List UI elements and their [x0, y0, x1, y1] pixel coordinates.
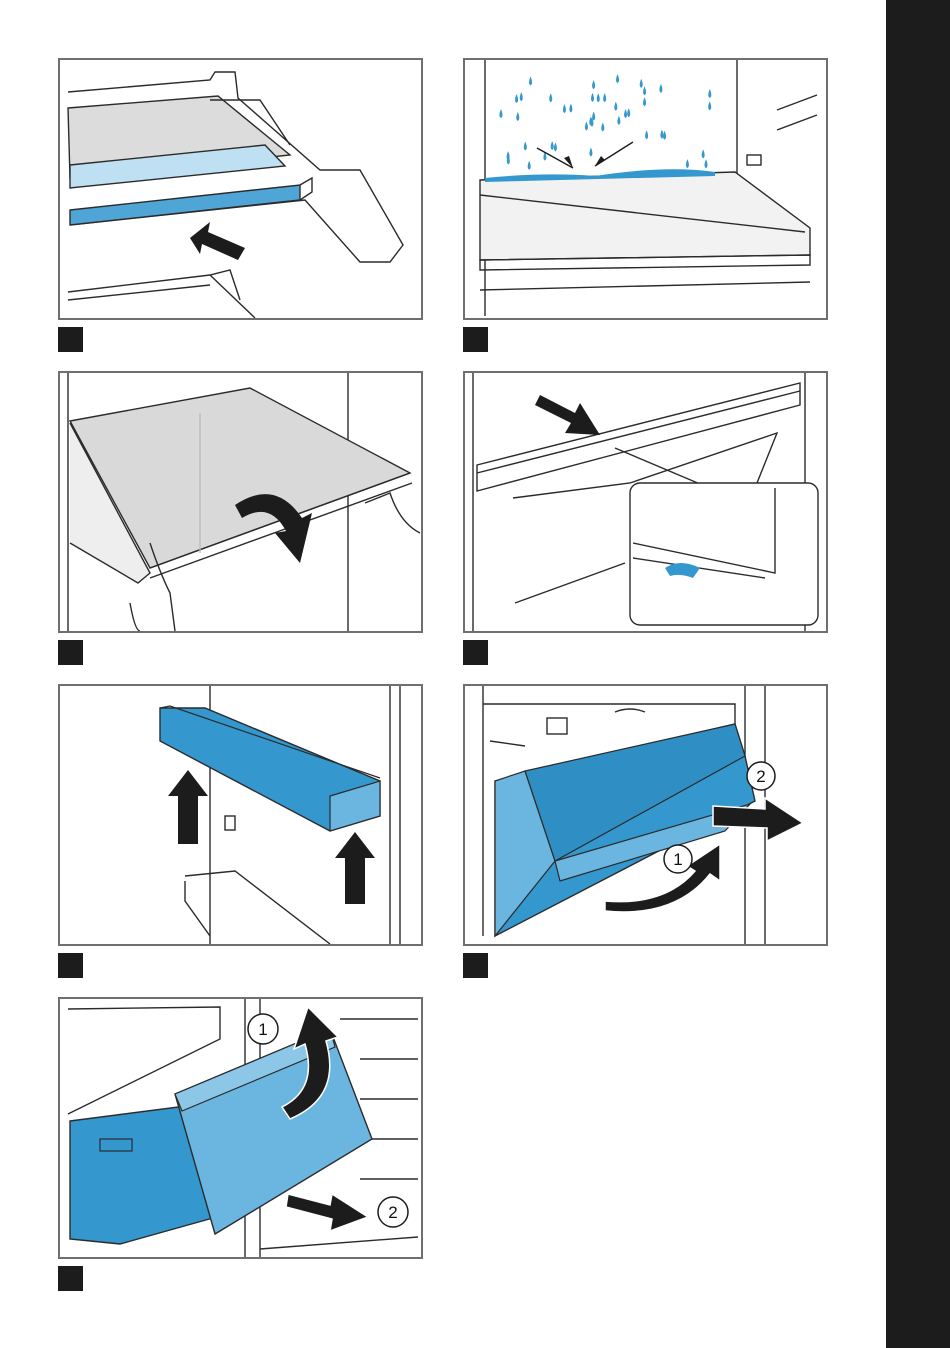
figure-5-door-rack [58, 684, 423, 946]
figure-7-freezer-drawer: 1 2 [58, 997, 423, 1259]
chapter-tab-bar [886, 0, 950, 1348]
condensation-drops [499, 74, 711, 170]
pull-arrow-step-2 [286, 1194, 368, 1231]
water-drop [549, 93, 552, 102]
figure-6-drawing: 2 1 [465, 686, 826, 944]
figure-3-drawing [60, 373, 421, 631]
figure-5-drawing [60, 686, 421, 944]
figure-2-number-marker [463, 327, 488, 352]
water-drop [569, 104, 572, 113]
water-drop [589, 147, 592, 156]
water-drop [627, 108, 630, 117]
water-drop [663, 131, 666, 140]
figure-1-drawing [60, 60, 421, 318]
water-drop [659, 84, 662, 93]
water-drop [617, 116, 620, 125]
water-drop [643, 86, 646, 95]
water-drop [524, 142, 527, 151]
water-drop [616, 74, 619, 83]
water-drop [516, 112, 519, 121]
push-down-arrow [535, 395, 600, 435]
figure-5-number-marker [58, 953, 83, 978]
figure-2-drawing [465, 60, 826, 318]
water-drop [529, 77, 532, 86]
lift-arrow-left [168, 770, 208, 844]
figure-1-shelf-insert [58, 58, 423, 320]
water-drop [585, 122, 588, 131]
figure-4-number-marker [463, 640, 488, 665]
water-drop [603, 93, 606, 102]
water-drop [704, 159, 707, 168]
figure-7-number-marker [58, 1266, 83, 1291]
step-1-label: 1 [673, 850, 682, 869]
figure-7-drawing: 1 2 [60, 999, 421, 1257]
water-drop [708, 101, 711, 110]
water-drop [640, 79, 643, 88]
water-drop [563, 104, 566, 113]
figure-2-condensation [463, 58, 828, 320]
water-drop [528, 161, 531, 170]
lift-arrow-right [335, 832, 375, 904]
water-drop [597, 93, 600, 102]
step-1-label: 1 [258, 1020, 267, 1039]
water-drop [708, 89, 711, 98]
figure-4-shelf-trim [463, 371, 828, 633]
water-drop [592, 80, 595, 89]
water-drop [499, 109, 502, 118]
water-drop [643, 97, 646, 106]
water-drop [660, 130, 663, 139]
water-drop [702, 149, 705, 158]
water-drop [520, 92, 523, 101]
figure-6-vegetable-drawer: 2 1 [463, 684, 828, 946]
figure-4-drawing [465, 373, 826, 631]
push-arrow [190, 222, 245, 260]
water-drop [614, 102, 617, 111]
figure-3-glass-shelf [58, 371, 423, 633]
water-drop [515, 94, 518, 103]
step-2-label: 2 [388, 1203, 397, 1222]
step-2-label: 2 [756, 767, 765, 786]
figure-3-number-marker [58, 640, 83, 665]
water-drop [591, 93, 594, 102]
water-drop [686, 159, 689, 168]
water-drop [551, 141, 554, 150]
water-drop [592, 112, 595, 121]
water-drop [601, 122, 604, 131]
figure-6-number-marker [463, 953, 488, 978]
water-drop [645, 130, 648, 139]
figure-1-number-marker [58, 327, 83, 352]
water-drop [624, 109, 627, 118]
water-drop [554, 142, 557, 151]
